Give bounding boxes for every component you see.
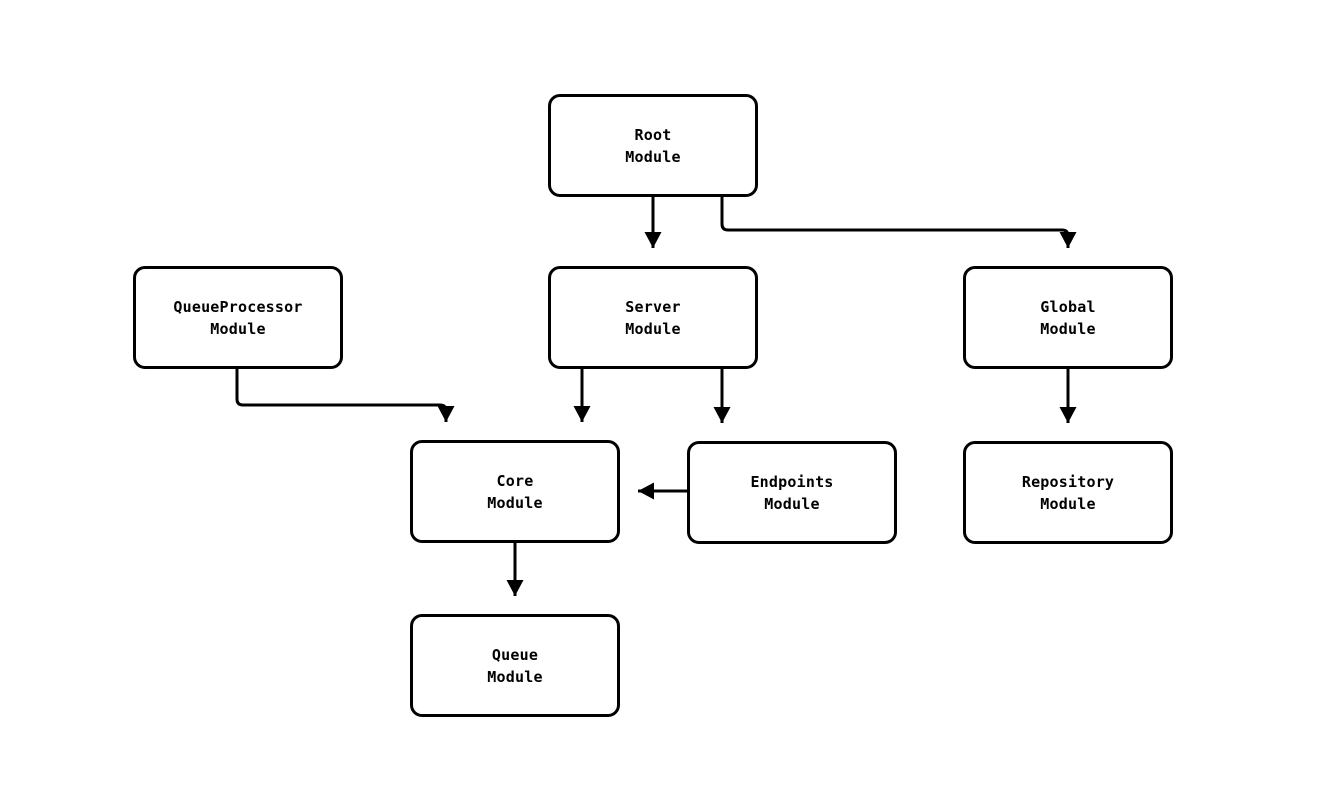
node-global-module-line2: Module xyxy=(1040,319,1096,338)
node-queueprocessor-module[interactable]: QueueProcessor Module xyxy=(133,266,343,369)
node-queueprocessor-module-line1: QueueProcessor xyxy=(173,297,303,316)
node-queue-module-line2: Module xyxy=(487,667,543,686)
node-global-module[interactable]: Global Module xyxy=(963,266,1173,369)
node-queue-module[interactable]: Queue Module xyxy=(410,614,620,717)
node-queueprocessor-module-line2: Module xyxy=(210,319,266,338)
node-queue-module-line1: Queue xyxy=(491,645,539,664)
node-repository-module[interactable]: Repository Module xyxy=(963,441,1173,544)
node-repository-module-line2: Module xyxy=(1040,494,1096,513)
node-root-module-line1: Root xyxy=(634,125,672,144)
edge-queueprocessor-to-core xyxy=(235,369,455,422)
node-server-module-line2: Module xyxy=(625,319,681,338)
node-endpoints-module-line1: Endpoints xyxy=(750,472,834,491)
node-endpoints-module[interactable]: Endpoints Module xyxy=(687,441,897,544)
node-server-module[interactable]: Server Module xyxy=(548,266,758,369)
node-global-module-line1: Global xyxy=(1040,297,1096,316)
node-root-module[interactable]: Root Module xyxy=(548,94,758,197)
node-core-module-line1: Core xyxy=(496,471,534,490)
node-endpoints-module-line2: Module xyxy=(764,494,820,513)
node-core-module-line2: Module xyxy=(487,493,543,512)
node-core-module[interactable]: Core Module xyxy=(410,440,620,543)
node-root-module-line2: Module xyxy=(625,147,681,166)
node-repository-module-line1: Repository xyxy=(1021,472,1115,491)
edge-root-to-global xyxy=(720,197,1077,248)
node-server-module-line1: Server xyxy=(625,297,681,316)
